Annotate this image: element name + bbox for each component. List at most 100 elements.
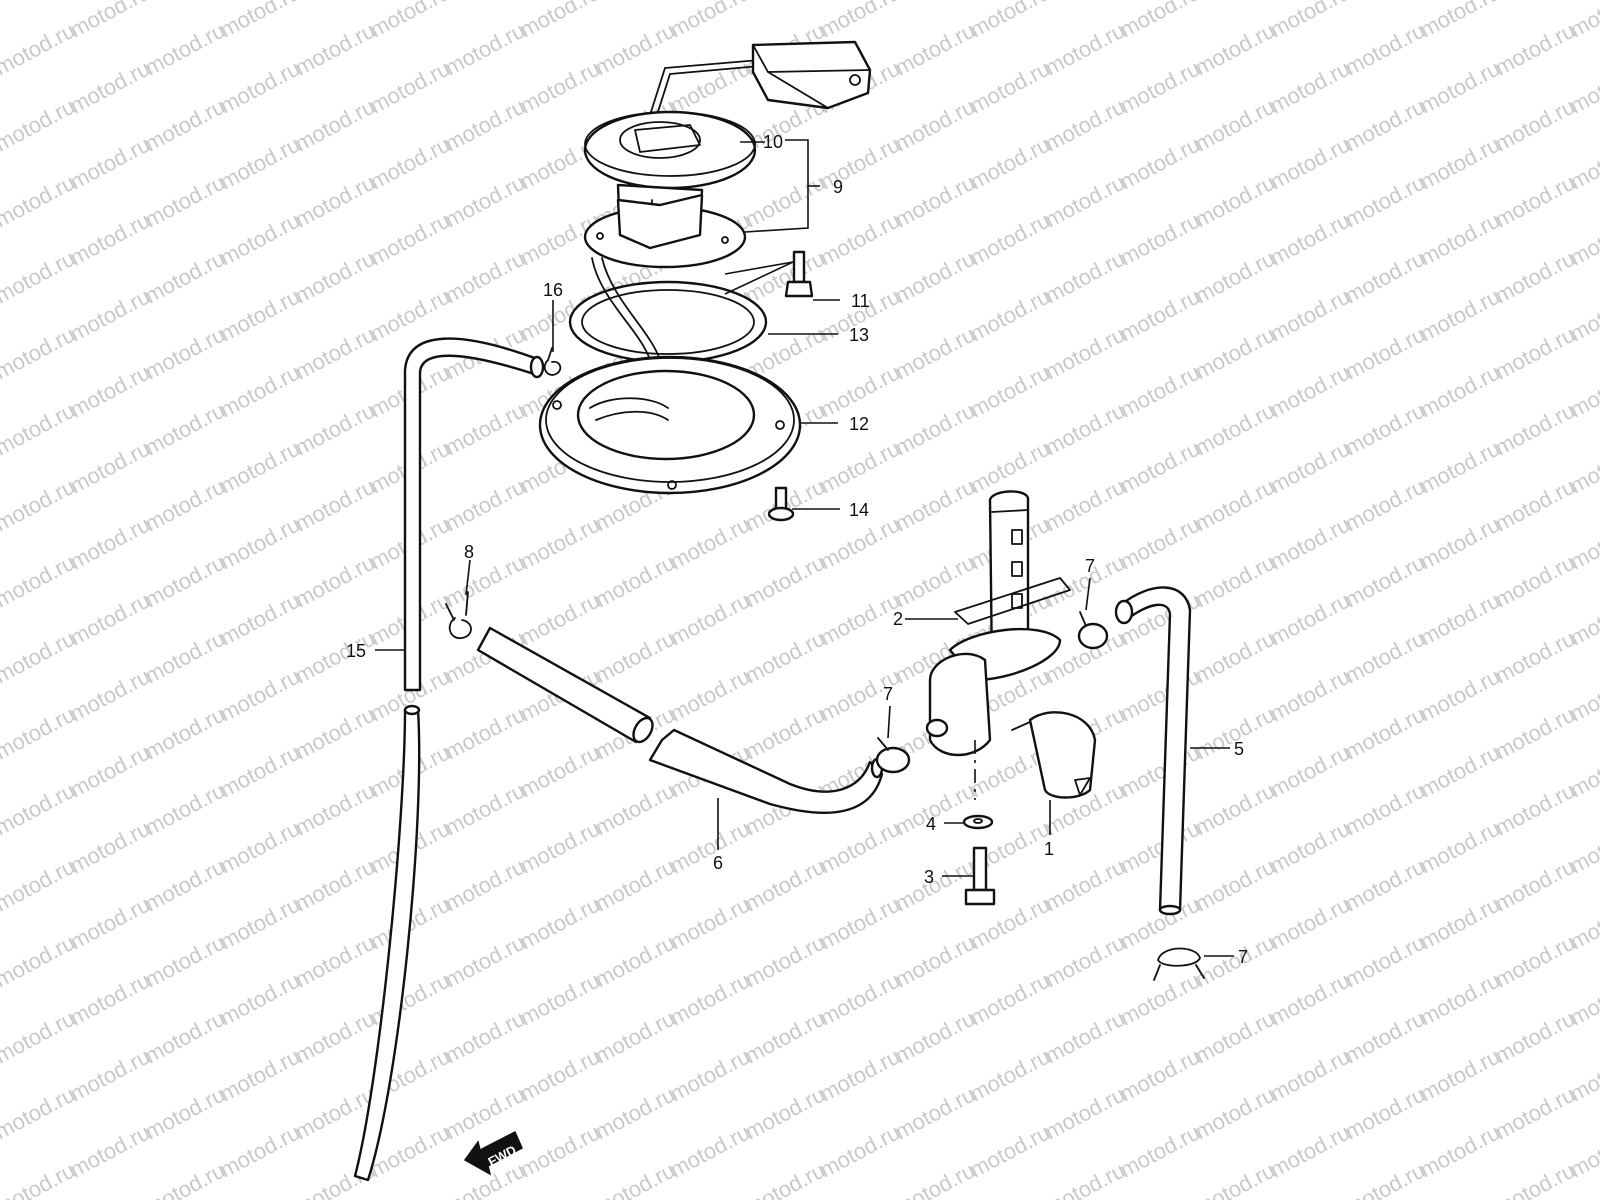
watermark-text: motod.ru <box>1491 778 1579 841</box>
callout-labels: 10 9 11 16 13 12 14 8 7 2 15 7 5 4 1 6 3… <box>346 132 1248 967</box>
watermark-text: motod.ru <box>816 892 904 955</box>
watermark-text: motod.ru <box>666 664 754 727</box>
clamp-7-lower <box>1153 947 1205 981</box>
watermark-text: motod.ru <box>441 94 529 157</box>
watermark-text: motod.ru <box>1491 170 1579 233</box>
watermark-text: motod.ru <box>1191 550 1279 613</box>
watermark-text: motod.ru <box>1266 56 1354 119</box>
watermark-text: motod.ru <box>516 588 604 651</box>
callout-16: 16 <box>543 280 563 300</box>
watermark-text: motod.ru <box>1416 436 1504 499</box>
callout-1: 1 <box>1044 839 1054 859</box>
watermark-text: motod.ru <box>1341 626 1429 689</box>
watermark-text: motod.ru <box>66 208 154 271</box>
watermark-text: motod.ru <box>1191 322 1279 385</box>
watermark-text: motod.ru <box>141 170 229 233</box>
watermark-text: motod.ru <box>291 778 379 841</box>
watermark-text: motod.ru <box>741 0 829 4</box>
watermark-text: motod.ru <box>291 854 379 917</box>
watermark-text: motod.ru <box>891 854 979 917</box>
watermark-text: motod.ru <box>66 892 154 955</box>
watermark-text: motod.ru <box>1116 740 1204 803</box>
watermark-text: motod.ru <box>741 1158 829 1200</box>
watermark-text: motod.ru <box>741 702 829 765</box>
watermark-text: motod.ru <box>66 1120 154 1183</box>
watermark-text: motod.ru <box>366 56 454 119</box>
watermark-text: motod.ru <box>741 854 829 917</box>
watermark-text: motod.ru <box>141 1006 229 1069</box>
watermark-text: motod.ru <box>0 0 79 4</box>
watermark-text: motod.ru <box>1266 0 1354 42</box>
watermark-text: motod.ru <box>441 854 529 917</box>
callout-7-left: 7 <box>883 684 893 704</box>
watermark-text: motod.ru <box>0 1082 79 1145</box>
watermark-text: motod.ru <box>1116 816 1204 879</box>
watermark-text: motod.ru <box>1266 284 1354 347</box>
watermark-text: motod.ru <box>216 968 304 1031</box>
watermark-text: motod.ru <box>1416 816 1504 879</box>
watermark-text: motod.ru <box>216 0 304 42</box>
watermark-text: motod.ru <box>66 360 154 423</box>
watermark-text: motod.ru <box>0 1006 79 1069</box>
watermark-text: motod.ru <box>1116 968 1204 1031</box>
watermark-text: motod.ru <box>1266 208 1354 271</box>
watermark-text: motod.ru <box>1191 18 1279 81</box>
watermark-text: motod.ru <box>966 284 1054 347</box>
watermark-text: motod.ru <box>1416 1044 1504 1107</box>
watermark-text: motod.ru <box>291 170 379 233</box>
callout-5: 5 <box>1234 739 1244 759</box>
watermark-text: motod.ru <box>966 56 1054 119</box>
watermark-text: motod.ru <box>1491 1082 1579 1145</box>
watermark-text: motod.ru <box>1341 1082 1429 1145</box>
watermark-text: motod.ru <box>591 0 679 4</box>
watermark-text: motod.ru <box>516 0 604 42</box>
watermark-text: motod.ru <box>141 474 229 537</box>
watermark-text: motod.ru <box>891 550 979 613</box>
watermark-text: motod.ru <box>816 1044 904 1107</box>
watermark-text: motod.ru <box>291 246 379 309</box>
watermark-text: motod.ru <box>741 1006 829 1069</box>
watermark-text: motod.ru <box>216 132 304 195</box>
watermark-text: motod.ru <box>1341 550 1429 613</box>
watermark-text: motod.ru <box>516 740 604 803</box>
watermark-text: motod.ru <box>1266 740 1354 803</box>
fuel-level-sender <box>583 40 872 269</box>
watermark-text: motod.ru <box>1491 398 1579 461</box>
watermark-text: motod.ru <box>591 854 679 917</box>
watermark-text: motod.ru <box>1041 94 1129 157</box>
watermark-text: motod.ru <box>0 398 79 461</box>
watermark-text: motod.ru <box>1041 474 1129 537</box>
clip-16 <box>543 347 562 376</box>
watermark-text: motod.ru <box>0 930 79 993</box>
watermark-text: motod.ru <box>216 588 304 651</box>
callout-12: 12 <box>849 414 869 434</box>
watermark-text: motod.ru <box>1266 1044 1354 1107</box>
callout-13: 13 <box>849 325 869 345</box>
callout-4: 4 <box>926 814 936 834</box>
watermark-text: motod.ru <box>1191 1006 1279 1069</box>
watermark-text: motod.ru <box>1341 854 1429 917</box>
watermark-text: motod.ru <box>1116 132 1204 195</box>
watermark-text: motod.ru <box>366 132 454 195</box>
watermark-text: motod.ru <box>591 550 679 613</box>
watermark-text: motod.ru <box>816 588 904 651</box>
watermark-text: motod.ru <box>1116 1120 1204 1183</box>
watermark-text: motod.ru <box>1416 360 1504 423</box>
watermark-text: motod.ru <box>141 1158 229 1200</box>
watermark-text: motod.ru <box>141 854 229 917</box>
watermark-text: motod.ru <box>1491 18 1579 81</box>
callout-11: 11 <box>851 291 870 311</box>
watermark-text: motod.ru <box>891 246 979 309</box>
watermark-text: motod.ru <box>591 18 679 81</box>
watermark-text: motod.ru <box>516 1120 604 1183</box>
watermark-text: motod.ru <box>441 0 529 4</box>
watermark-text: motod.ru <box>216 664 304 727</box>
callout-2: 2 <box>893 609 903 629</box>
callout-10: 10 <box>763 132 783 152</box>
watermark-text: motod.ru <box>1041 1082 1129 1145</box>
watermark-text: motod.ru <box>1416 0 1504 42</box>
watermark-text: motod.ru <box>591 626 679 689</box>
watermark-text: motod.ru <box>216 1044 304 1107</box>
watermark-text: motod.ru <box>1491 322 1579 385</box>
watermark-text: motod.ru <box>366 208 454 271</box>
